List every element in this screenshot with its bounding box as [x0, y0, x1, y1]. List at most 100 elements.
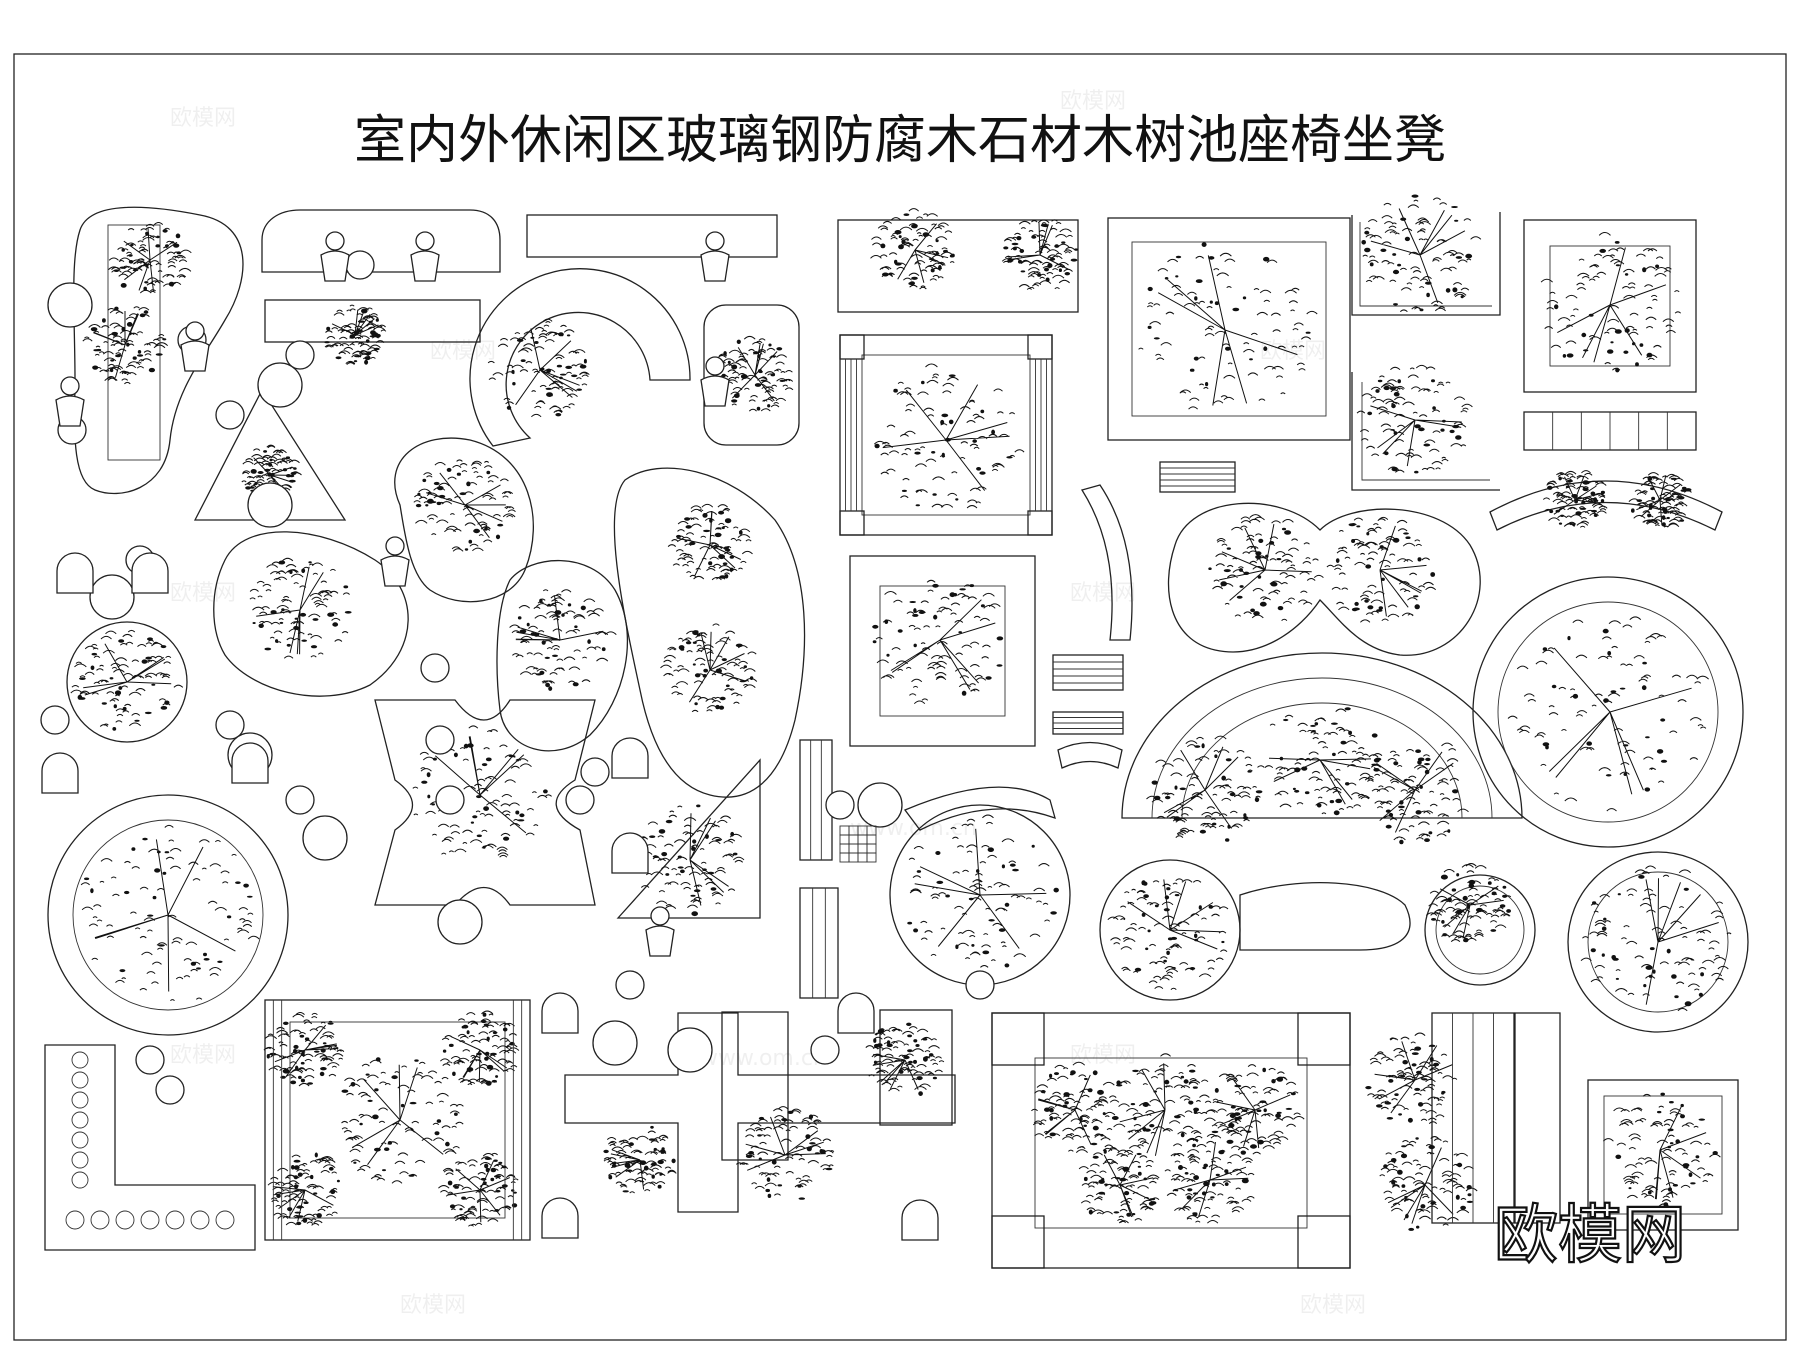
- leaf-mark: [1116, 1084, 1123, 1087]
- tree-foliage: [865, 1026, 945, 1092]
- leaf-mark: [483, 1181, 487, 1185]
- leaf-mark: [693, 889, 701, 893]
- leaf-mark: [710, 887, 717, 891]
- leaf-mark: [1174, 785, 1178, 790]
- leaf-mark: [1635, 362, 1639, 367]
- leaf-mark: [1386, 1117, 1394, 1120]
- leaf-mark: [79, 677, 86, 680]
- leaf-mark: [1225, 346, 1231, 351]
- leaf-mark: [1574, 499, 1578, 504]
- leaf-mark: [485, 757, 492, 762]
- tree-pool-inner: [1603, 1095, 1723, 1215]
- leaf-mark: [979, 471, 986, 475]
- leaf-mark: [1403, 532, 1409, 535]
- tree-foliage: [80, 824, 260, 1002]
- leaf-mark: [1201, 743, 1205, 749]
- leaf-mark: [1054, 244, 1060, 248]
- leaf-mark: [1049, 257, 1056, 261]
- terrace-step: [1151, 677, 1493, 819]
- leaf-mark: [736, 339, 741, 344]
- leaf-mark: [1218, 1150, 1225, 1155]
- leaf-mark: [547, 603, 551, 607]
- leaf-mark: [1445, 288, 1451, 293]
- leaf-mark: [1255, 790, 1263, 794]
- leaf-mark: [1044, 267, 1049, 272]
- leaf-mark: [1186, 1195, 1192, 1200]
- leaf-mark: [483, 806, 489, 811]
- leaf-mark: [1441, 920, 1445, 924]
- leaf-mark: [1234, 1116, 1238, 1122]
- leaf-mark: [466, 1067, 474, 1072]
- leaf-mark: [660, 1149, 666, 1154]
- leaf-mark: [1097, 1089, 1104, 1095]
- leaf-mark: [907, 921, 913, 925]
- leaf-mark: [267, 472, 272, 477]
- leaf-mark: [1566, 479, 1574, 483]
- leaf-mark: [134, 719, 140, 722]
- leaf-mark: [884, 619, 889, 624]
- leaf-mark: [1601, 926, 1607, 931]
- leaf-mark: [300, 1078, 305, 1083]
- leaf-mark: [1665, 498, 1672, 502]
- leaf-mark: [1607, 651, 1612, 656]
- leaf-mark: [903, 213, 910, 216]
- leaf-mark: [1102, 1112, 1106, 1116]
- leaf-mark: [147, 914, 154, 917]
- leaf-mark: [1277, 606, 1284, 611]
- leaf-mark: [692, 641, 697, 644]
- leaf-mark: [246, 895, 253, 898]
- leaf-mark: [113, 704, 118, 709]
- leaf-mark: [1660, 1092, 1665, 1096]
- leaf-mark: [873, 1038, 877, 1043]
- lounge-chair: [131, 552, 169, 594]
- leaf-mark: [1193, 1110, 1198, 1114]
- leaf-mark: [414, 1059, 419, 1062]
- leaf-mark: [731, 364, 738, 370]
- leaf-mark: [873, 1043, 880, 1048]
- leaf-mark: [1385, 809, 1391, 813]
- leaf-mark: [1466, 904, 1470, 909]
- leaf-mark: [1148, 1201, 1155, 1206]
- leaf-mark: [1101, 1177, 1105, 1182]
- leaf-mark: [1388, 1079, 1394, 1083]
- tree-canopy: [872, 579, 1004, 705]
- leaf-mark: [548, 686, 553, 691]
- leaf-mark: [1675, 1139, 1680, 1144]
- leaf-mark: [454, 1185, 459, 1189]
- leaf-mark: [1103, 1149, 1107, 1154]
- tree-canopy: [667, 503, 753, 581]
- leaf-mark: [1424, 769, 1430, 775]
- leaf-mark: [1133, 1116, 1137, 1121]
- leaf-mark: [137, 354, 144, 357]
- leaf-mark: [1098, 1191, 1106, 1195]
- round-stool: [257, 362, 303, 408]
- leaf-mark: [1393, 303, 1398, 306]
- leaf-mark: [612, 1161, 617, 1165]
- leaf-mark: [684, 517, 691, 521]
- tree-canopy: [1257, 707, 1383, 816]
- leaf-mark: [250, 469, 257, 474]
- leaf-mark: [768, 343, 772, 347]
- leaf-mark: [1615, 977, 1619, 980]
- leaf-mark: [1647, 1190, 1652, 1195]
- leaf-mark: [1153, 1090, 1157, 1093]
- leaf-mark: [119, 969, 126, 973]
- leaf-mark: [748, 1151, 754, 1155]
- leaf-mark: [148, 367, 155, 373]
- leaf-mark: [1684, 488, 1692, 492]
- leaf-mark: [692, 630, 699, 636]
- blob-planter: [213, 531, 409, 697]
- leaf-mark: [121, 248, 125, 252]
- leaf-mark: [422, 478, 427, 483]
- leaf-mark: [296, 1205, 303, 1209]
- leaf-mark: [301, 1051, 305, 1057]
- leaf-mark: [481, 763, 488, 767]
- leaf-mark: [1348, 523, 1356, 527]
- leaf-mark: [1331, 722, 1338, 725]
- leaf-mark: [1375, 389, 1380, 393]
- leaf-mark: [328, 1166, 334, 1171]
- leaf-mark: [1420, 1204, 1426, 1209]
- leaf-mark: [365, 1073, 370, 1076]
- leaf-mark: [955, 498, 959, 501]
- leaf-mark: [1018, 259, 1022, 264]
